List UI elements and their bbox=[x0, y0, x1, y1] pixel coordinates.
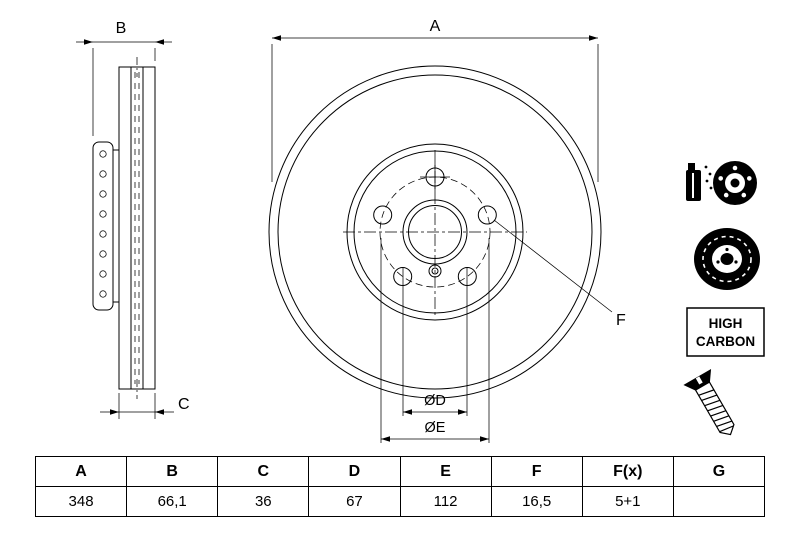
header-cell-e: E bbox=[399, 456, 492, 487]
f-leader-line bbox=[493, 219, 613, 313]
dim-c-label: C bbox=[178, 396, 190, 413]
set-screw-hole bbox=[428, 264, 442, 278]
set-screw-hole-inner bbox=[431, 267, 439, 275]
high-carbon-line2: CARBON bbox=[696, 334, 755, 349]
header-cell-b: B bbox=[126, 456, 219, 487]
dimension-table-section: A B C D E F F(x) G 348 66,1 36 67 112 16… bbox=[0, 456, 800, 517]
coated-disc-icon bbox=[694, 228, 760, 290]
dim-a-label: A bbox=[430, 18, 441, 35]
side-view-cross-section bbox=[92, 57, 156, 399]
dimension-f: F bbox=[493, 219, 626, 329]
dimension-d: ØD bbox=[402, 268, 468, 416]
header-cell-c: C bbox=[217, 456, 310, 487]
value-cell-fx: 5+1 bbox=[581, 486, 674, 517]
countersunk-screw-icon bbox=[683, 369, 735, 436]
value-cell-f: 16,5 bbox=[490, 486, 583, 517]
bolt-hole-upper-left bbox=[373, 205, 393, 225]
front-view bbox=[268, 65, 602, 399]
header-cell-fx: F(x) bbox=[581, 456, 674, 487]
inner-plate-section bbox=[118, 66, 132, 390]
outer-plate-section bbox=[142, 66, 156, 390]
value-cell-a: 348 bbox=[34, 486, 128, 517]
spray-coating-icon bbox=[686, 161, 757, 205]
table-header-row: A B C D E F F(x) G bbox=[34, 456, 766, 487]
header-cell-f: F bbox=[490, 456, 583, 487]
outer-diameter-circle bbox=[268, 65, 602, 399]
high-carbon-badge: HIGH CARBON bbox=[686, 307, 765, 357]
dimension-table: A B C D E F F(x) G 348 66,1 36 67 112 16… bbox=[34, 456, 766, 517]
header-cell-d: D bbox=[308, 456, 401, 487]
dim-f-label: F bbox=[616, 312, 626, 329]
dim-d-label: ØD bbox=[424, 393, 446, 409]
table-value-row: 348 66,1 36 67 112 16,5 5+1 bbox=[34, 486, 766, 517]
friction-surface-circle bbox=[277, 74, 593, 390]
brake-disc-technical-drawing: B C bbox=[76, 18, 765, 443]
high-carbon-line1: HIGH bbox=[709, 316, 743, 331]
value-cell-b: 66,1 bbox=[126, 486, 219, 517]
value-cell-c: 36 bbox=[217, 486, 310, 517]
dim-e-label: ØE bbox=[425, 420, 446, 436]
dimension-b: B bbox=[76, 20, 172, 136]
brake-disc-spec-sheet: B C bbox=[0, 18, 800, 517]
header-cell-a: A bbox=[34, 456, 128, 487]
dimension-e: ØE bbox=[380, 238, 490, 443]
value-cell-g bbox=[672, 486, 766, 517]
value-cell-e: 112 bbox=[399, 486, 492, 517]
dimension-a: A bbox=[271, 18, 599, 182]
hat-flange bbox=[92, 141, 114, 311]
value-cell-d: 67 bbox=[308, 486, 401, 517]
header-cell-g: G bbox=[672, 456, 766, 487]
dim-b-label: B bbox=[116, 20, 127, 37]
dimension-c: C bbox=[100, 393, 190, 419]
rivet-holes bbox=[99, 150, 107, 298]
bolt-hole-upper-right bbox=[477, 205, 497, 225]
